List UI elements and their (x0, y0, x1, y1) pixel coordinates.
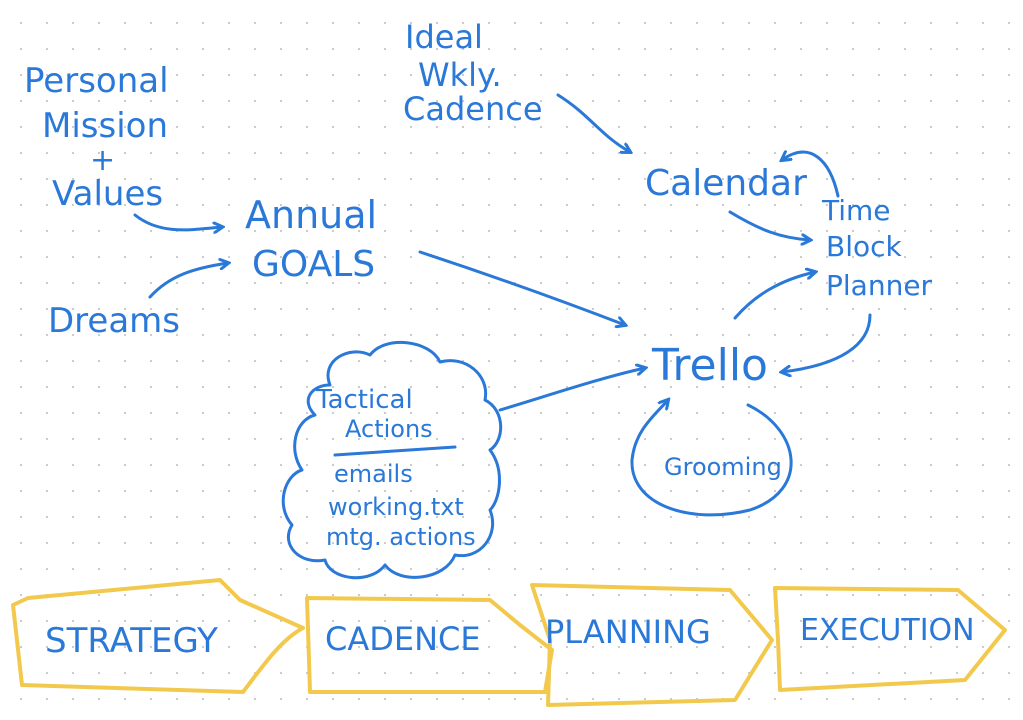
label-text: Time (821, 194, 891, 227)
arrow-grooming-loop (630, 400, 793, 517)
node-mission-values: Personal Mission + Values (24, 61, 169, 214)
stroke-shape (11, 578, 305, 694)
node-annual-goals: Annual GOALS (245, 193, 377, 285)
label-text: + (90, 143, 115, 178)
label-text: Annual (245, 193, 377, 237)
label-text: mtg. actions (326, 523, 476, 551)
label-text: Ideal (405, 18, 483, 56)
arrow-tactical-to-trello (498, 368, 645, 412)
arrow-timeblock-to-calendar (782, 152, 840, 198)
phase-execution: EXECUTION (773, 586, 1007, 692)
label-text: CADENCE (325, 620, 481, 658)
phase-cadence: CADENCE (305, 596, 554, 694)
label-text: EXECUTION (800, 613, 975, 648)
arrow-dreams-to-goals (148, 263, 228, 299)
stroke-shape (333, 445, 457, 457)
stroke-shape (530, 583, 774, 707)
node-ideal-weekly-cadence: Ideal Wkly. Cadence (403, 18, 543, 128)
label-text: GOALS (252, 244, 375, 285)
label-text: Actions (345, 415, 433, 443)
stroke-shape (305, 596, 554, 694)
node-time-block-planner: Time Block Planner (821, 194, 933, 302)
arrow-values-to-goals (133, 213, 222, 230)
label-text: Cadence (403, 90, 543, 128)
phase-strategy: STRATEGY (11, 578, 305, 694)
node-grooming: Grooming (664, 453, 782, 481)
arrow-trello-to-timeblock (733, 272, 815, 320)
label-text: emails (334, 460, 413, 488)
node-dreams: Dreams (48, 301, 180, 341)
phase-planning: PLANNING (530, 583, 774, 707)
label-text: Wkly. (418, 56, 502, 94)
label-text: PLANNING (545, 613, 711, 651)
label-text: working.txt (328, 493, 464, 521)
node-tactical-actions: Tactical Actions emails working.txt mtg.… (281, 340, 503, 580)
stroke-shape (281, 340, 503, 580)
arrow-goals-to-trello (418, 250, 625, 325)
arrow-cadence-to-calendar (556, 93, 630, 152)
node-trello: Trello (651, 340, 768, 391)
stroke-shape (773, 586, 1007, 692)
label-text: Mission (42, 106, 168, 146)
arrow-calendar-to-timeblock (728, 210, 810, 240)
arrow-timeblock-to-trello (782, 313, 872, 372)
node-calendar: Calendar (645, 163, 807, 204)
arrows (133, 93, 872, 517)
label-text: STRATEGY (45, 621, 218, 661)
label-text: Personal (24, 61, 169, 101)
label-text: Block (826, 230, 903, 263)
label-text: Tactical (315, 385, 413, 415)
label-text: Values (52, 174, 163, 214)
label-text: Planner (826, 269, 933, 302)
